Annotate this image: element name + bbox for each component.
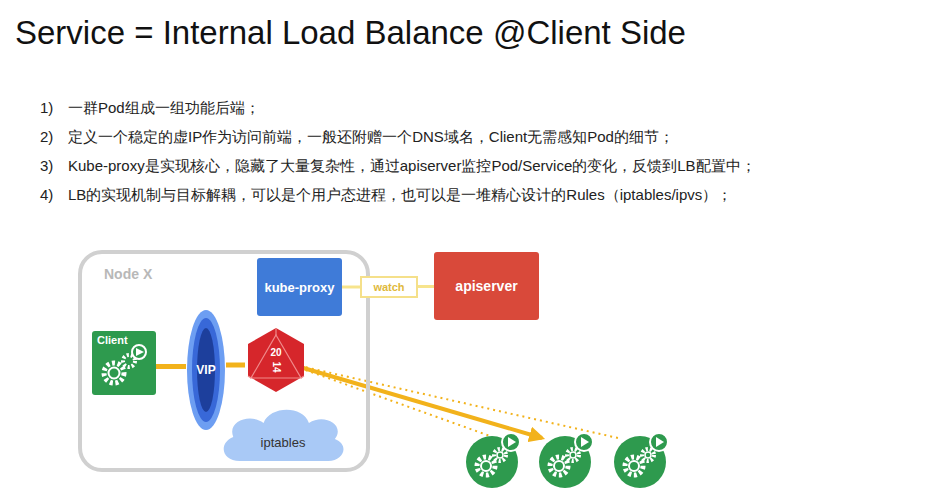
node-text: 14 bbox=[271, 336, 281, 398]
pod-icon bbox=[614, 433, 668, 488]
list-item: Kube-proxy是实现核心，隐藏了大量复杂性，通过apiserver监控Po… bbox=[68, 157, 756, 176]
list-number: 2) bbox=[40, 128, 53, 145]
node-text: Node X bbox=[104, 266, 152, 282]
node-region: Node X kube-proxyClientVIP 2014 iptables bbox=[78, 250, 370, 472]
apiserver-box: apiserver bbox=[434, 252, 539, 320]
dotted-route bbox=[300, 366, 618, 438]
diagram-title: Service = Internal Load Balance @Client … bbox=[15, 14, 686, 52]
node-text: VIP bbox=[196, 363, 215, 377]
list-number: 4) bbox=[40, 186, 53, 203]
client-box: Client bbox=[92, 331, 156, 395]
list-number: 3) bbox=[40, 157, 53, 174]
connector bbox=[156, 364, 186, 369]
vip-ellipse: VIP bbox=[186, 309, 226, 431]
list-number: 1) bbox=[40, 99, 53, 116]
connector bbox=[418, 285, 434, 288]
dice-icosahedron-shape bbox=[245, 326, 307, 394]
client-gear bbox=[104, 345, 146, 383]
node-text: Client bbox=[97, 334, 128, 346]
node-text: kube-proxy bbox=[264, 280, 334, 295]
node-text: apiserver bbox=[455, 278, 517, 294]
kube-proxy-box: kube-proxy bbox=[257, 258, 342, 316]
dice-facet bbox=[275, 328, 276, 335]
node-text: 20 bbox=[245, 348, 307, 358]
pod-icon bbox=[539, 433, 593, 488]
list-item: 定义一个稳定的虚IP作为访问前端，一般还附赠一个DNS域名，Client无需感知… bbox=[68, 128, 674, 147]
vip-core bbox=[197, 328, 215, 412]
connector bbox=[342, 286, 360, 289]
list-item: LB的实现机制与目标解耦，可以是个用户态进程，也可以是一堆精心设计的Rules（… bbox=[68, 186, 732, 205]
dice-facet bbox=[301, 376, 304, 378]
dice-facet bbox=[248, 376, 251, 378]
node-text: iptables bbox=[216, 435, 350, 450]
node-text: watch bbox=[373, 281, 404, 293]
iptables-cloud: iptables bbox=[216, 403, 350, 463]
pod-icon bbox=[466, 433, 520, 488]
vip-ring bbox=[192, 318, 220, 422]
dice-icosahedron: 2014 bbox=[245, 326, 307, 394]
dice-body bbox=[248, 328, 304, 392]
watch-box: watch bbox=[360, 276, 418, 298]
vip-ring bbox=[187, 310, 225, 430]
connector bbox=[226, 363, 245, 368]
list-item: 一群Pod组成一组功能后端； bbox=[68, 99, 260, 118]
iptables-cloud-shape bbox=[216, 403, 350, 463]
